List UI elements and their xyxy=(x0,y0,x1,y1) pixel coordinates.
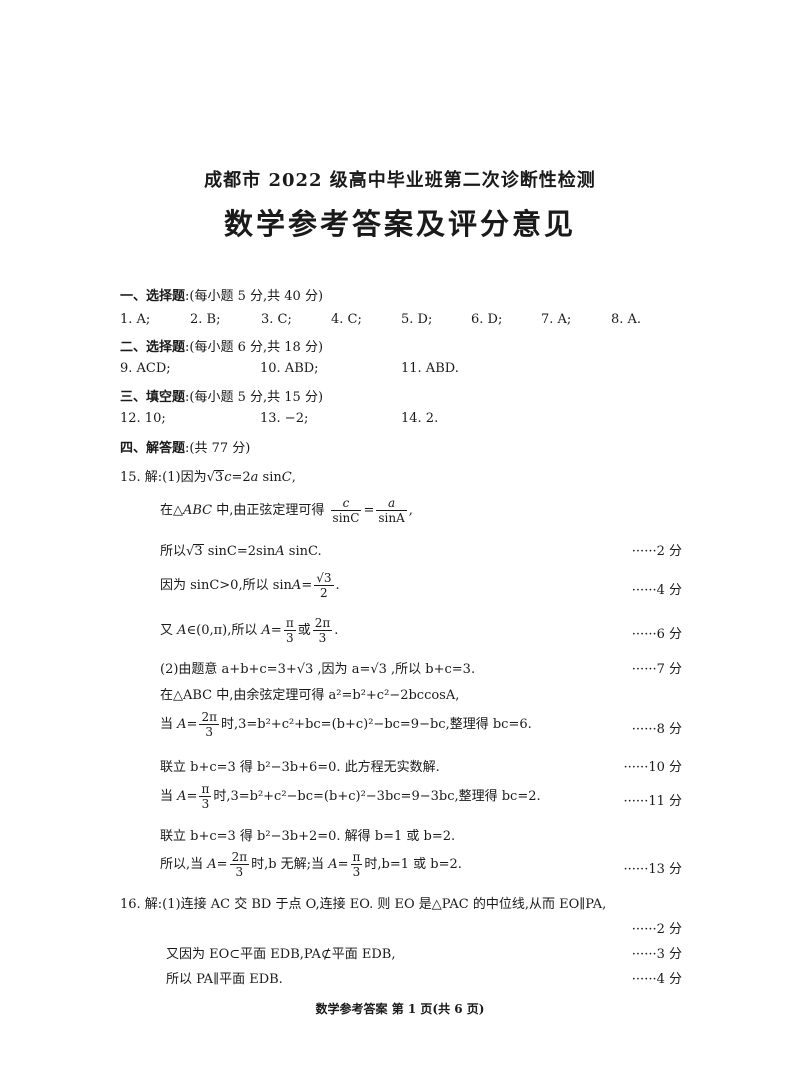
section4-title: 四、解答题 xyxy=(120,441,186,456)
var-C: C xyxy=(281,470,292,485)
text: 或 xyxy=(297,623,311,638)
text: 所以,当 xyxy=(160,857,208,872)
triangle-name: ABC xyxy=(183,503,213,518)
score-mark: ······3 分 xyxy=(631,947,682,962)
var-A: A xyxy=(177,789,187,804)
answer-11: 11. ABD. xyxy=(401,361,459,376)
text: ∈(0,π),所以 xyxy=(186,623,262,638)
score-mark: ······6 分 xyxy=(631,627,682,642)
text: (2)由题意 a+b+c=3+√3 ,因为 a=√3 ,所以 b+c=3. xyxy=(160,662,476,677)
section1-title: 一、选择题 xyxy=(120,289,186,304)
text: 因为 sinC>0,所以 sin xyxy=(160,578,292,593)
text: 又因为 EO⊂平面 EDB,PA⊄平面 EDB, xyxy=(166,947,396,962)
var-A: A xyxy=(177,717,187,732)
score-mark: ······10 分 xyxy=(623,760,682,775)
answer-9: 9. ACD; xyxy=(120,361,171,376)
text: 16. 解:(1)连接 AC 交 BD 于点 O,连接 EO. 则 EO 是△P… xyxy=(120,897,607,912)
text: 时,b=1 或 b=2. xyxy=(364,857,462,872)
punct: , xyxy=(291,470,296,485)
equals: = xyxy=(270,623,282,638)
equals: = xyxy=(337,857,349,872)
section4-note: :(共 77 分) xyxy=(185,441,251,456)
score-mark: ······7 分 xyxy=(631,662,682,677)
text: 在△ xyxy=(160,503,183,518)
text: 时,b 无解;当 xyxy=(251,857,329,872)
page-footer: 数学参考答案 第 1 页(共 6 页) xyxy=(315,1002,485,1016)
score-mark: ······4 分 xyxy=(631,583,682,598)
answer-2: 2. B; xyxy=(190,312,221,327)
sqrt-value: 3 xyxy=(193,544,204,559)
score-mark: ······2 分 xyxy=(631,544,682,559)
text: sinC=2sin xyxy=(203,544,276,559)
text: 中,由正弦定理可得 xyxy=(212,503,325,518)
text: 联立 b+c=3 得 b²−3b+6=0. 此方程无实数解. xyxy=(160,760,440,775)
document-title: 数学参考答案及评分意见 xyxy=(223,207,576,241)
var-A: A xyxy=(261,623,271,638)
score-mark: ······13 分 xyxy=(623,862,682,877)
text: 当 xyxy=(160,717,178,732)
equals: = xyxy=(363,503,375,518)
var-A: A xyxy=(177,623,187,638)
score-mark: ······4 分 xyxy=(631,972,682,987)
section1-note: :(每小题 5 分,共 40 分) xyxy=(185,289,324,304)
answer-5: 5. D; xyxy=(401,312,433,327)
var-A: A xyxy=(291,578,302,593)
answer-12: 12. 10; xyxy=(120,411,166,426)
var-c: c xyxy=(224,470,232,485)
equals: = xyxy=(301,578,313,593)
answer-10: 10. ABD; xyxy=(260,361,319,376)
text: 联立 b+c=3 得 b²−3b+2=0. 解得 b=1 或 b=2. xyxy=(160,829,456,844)
section3-title: 三、填空题 xyxy=(120,390,186,405)
var-a: a xyxy=(250,470,259,485)
var-A: A xyxy=(275,544,285,559)
answer-8: 8. A. xyxy=(611,312,642,327)
answer-7: 7. A; xyxy=(541,312,572,327)
var-A: A xyxy=(207,857,217,872)
punct: , xyxy=(408,503,413,518)
score-mark: ······2 分 xyxy=(631,922,682,937)
var-A: A xyxy=(328,857,338,872)
answer-14: 14. 2. xyxy=(401,411,439,426)
equals: = xyxy=(186,717,198,732)
section3-note: :(每小题 5 分,共 15 分) xyxy=(185,390,324,405)
text: 所以 PA∥平面 EDB. xyxy=(166,972,283,987)
text: 时,3=b²+c²−bc=(b+c)²−3bc=9−3bc,整理得 bc=2. xyxy=(213,789,541,804)
score-mark: ······11 分 xyxy=(623,794,682,809)
exam-title: 成都市 2022 级高中毕业班第二次诊断性检测 xyxy=(204,170,596,191)
section2-title: 二、选择题 xyxy=(120,340,186,355)
text: 在△ABC 中,由余弦定理可得 a²=b²+c²−2bccosA, xyxy=(160,688,460,703)
equals: = xyxy=(216,857,228,872)
sqrt-value: 3 xyxy=(213,470,225,485)
text: sinC. xyxy=(284,544,322,559)
answer-1: 1. A; xyxy=(120,312,151,327)
sin-text: sin xyxy=(258,470,282,485)
answer-6: 6. D; xyxy=(471,312,503,327)
section2-note: :(每小题 6 分,共 18 分) xyxy=(185,340,324,355)
text: 时,3=b²+c²+bc=(b+c)²−bc=9−bc,整理得 bc=6. xyxy=(220,717,532,732)
punct: . xyxy=(335,578,340,593)
text: 当 xyxy=(160,789,178,804)
text: 所以 xyxy=(160,544,187,559)
score-mark: ······8 分 xyxy=(631,722,682,737)
answer-4: 4. C; xyxy=(331,312,362,327)
text: 又 xyxy=(160,623,178,638)
q15-eq: =2 xyxy=(231,470,251,485)
equals: = xyxy=(186,789,198,804)
answer-3: 3. C; xyxy=(261,312,292,327)
answer-13: 13. −2; xyxy=(260,411,309,426)
q15-intro: 15. 解:(1)因为 xyxy=(120,470,207,485)
punct: . xyxy=(334,623,339,638)
